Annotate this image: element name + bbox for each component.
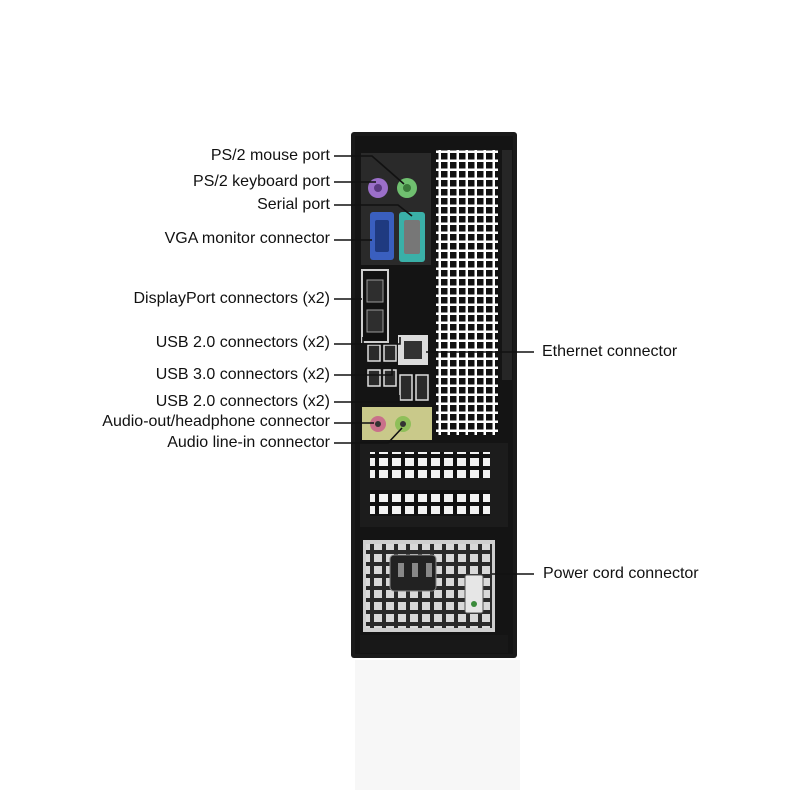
side-latch <box>502 150 512 380</box>
label-ethernet: Ethernet connector <box>542 343 678 360</box>
label-ps2-mouse: PS/2 mouse port <box>210 147 330 164</box>
label-displayport: DisplayPort connectors (x2) <box>133 290 330 307</box>
vga-port <box>370 212 394 260</box>
expansion-slot-1 <box>370 452 490 478</box>
power-cord-socket <box>389 554 437 592</box>
expansion-slot-2 <box>370 490 490 516</box>
label-audio-line-in: Audio line-in connector <box>167 434 330 451</box>
usb-2-top-ports <box>367 344 397 362</box>
label-serial-port: Serial port <box>257 196 330 213</box>
label-usb2-top: USB 2.0 connectors (x2) <box>155 334 330 351</box>
ethernet-port <box>398 335 428 365</box>
label-usb3: USB 3.0 connectors (x2) <box>155 366 330 383</box>
label-power-cord: Power cord connector <box>543 565 699 582</box>
label-ps2-keyboard: PS/2 keyboard port <box>193 173 330 190</box>
psu-switch <box>464 574 484 614</box>
usb-2-bottom-ports <box>399 374 429 401</box>
floor-reflection <box>355 660 520 790</box>
psu-led-icon <box>471 601 477 607</box>
chassis-foot <box>360 635 508 653</box>
usb-3-ports <box>367 369 397 387</box>
label-usb2-bottom: USB 2.0 connectors (x2) <box>155 393 330 410</box>
serial-port <box>399 212 425 262</box>
leader-lines <box>334 155 534 575</box>
rear-vent-grid <box>436 150 498 435</box>
label-vga-connector: VGA monitor connector <box>164 230 330 247</box>
ps2-keyboard-port <box>368 178 388 198</box>
displayport-connectors <box>361 269 389 343</box>
label-audio-out: Audio-out/headphone connector <box>102 413 330 430</box>
